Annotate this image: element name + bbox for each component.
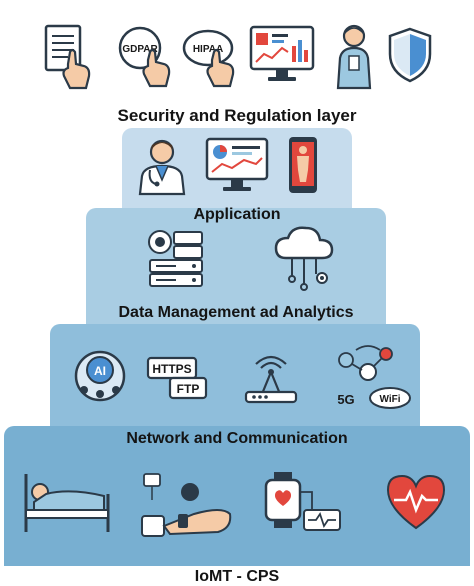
document-hand-icon — [40, 22, 96, 92]
ftp-label: FTP — [177, 382, 200, 396]
application-layer-title: Application — [193, 206, 281, 223]
network-layer-title: Network and Communication — [126, 430, 348, 447]
heart-pulse-icon — [384, 472, 448, 532]
patient-bed-icon — [20, 470, 114, 536]
doctor-icon — [136, 136, 188, 196]
ai-chip-icon: AI — [72, 346, 128, 408]
application-layer: Application — [122, 128, 352, 228]
gdpr-label: GDPAR — [122, 44, 158, 55]
wearable-sensor-arm-icon — [134, 470, 234, 540]
analytics-monitor-icon — [204, 136, 270, 196]
network-5g-wifi-icon: 5G WiFi — [332, 344, 416, 414]
data-layer-title: Data Management ad Analytics — [118, 304, 354, 321]
iomt-layer-title: IoMT - CPS — [0, 566, 474, 586]
iomt-layer: Network and Communication — [0, 426, 474, 586]
smartphone-body-icon — [286, 134, 320, 196]
nurse-icon — [330, 22, 378, 92]
cloud-network-icon — [272, 224, 338, 294]
wireless-router-icon — [240, 346, 302, 408]
security-layer-title: Security and Regulation layer — [117, 106, 357, 125]
smartwatch-ecg-icon — [260, 472, 348, 538]
ai-label: AI — [94, 364, 106, 378]
data-layer: Data Management ad Analytics — [86, 208, 386, 326]
security-layer: GDPAR HIPAA — [0, 0, 474, 130]
dashboard-monitor-icon — [248, 24, 316, 86]
wifi-label: WiFi — [379, 394, 400, 405]
gdpr-badge-icon: GDPAR — [110, 26, 178, 90]
pyramid-tier-data — [86, 208, 386, 338]
network-layer: AI HTTPS FTP — [50, 324, 420, 436]
https-label: HTTPS — [152, 362, 191, 376]
hipaa-badge-icon: HIPAA — [182, 26, 238, 90]
5g-label: 5G — [337, 392, 354, 407]
server-rack-icon — [144, 226, 206, 294]
https-ftp-icon: HTTPS FTP — [144, 354, 210, 402]
shield-icon — [386, 26, 434, 84]
hipaa-label: HIPAA — [193, 44, 223, 55]
